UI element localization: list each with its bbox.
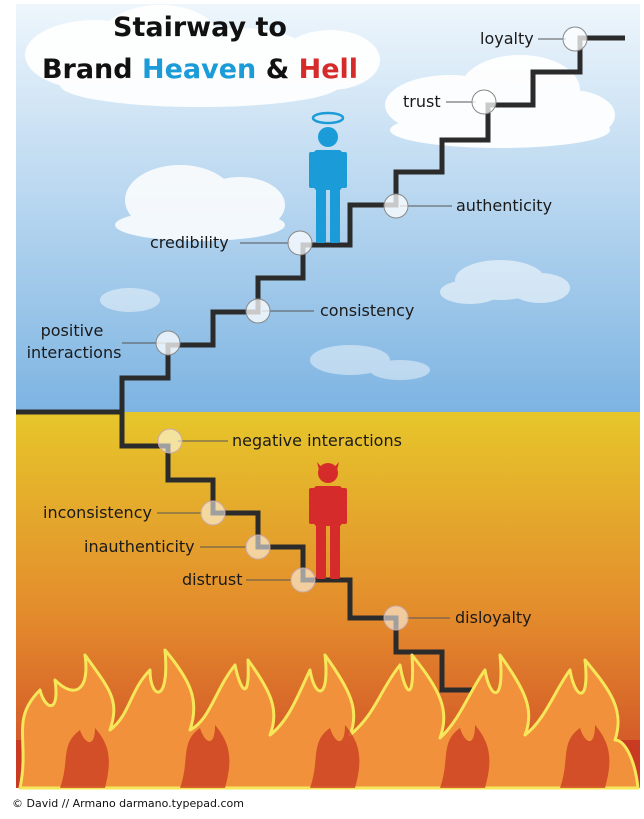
cloud [115, 165, 285, 241]
label-interactions: interactions [27, 343, 122, 362]
label-loyalty: loyalty [480, 29, 534, 48]
title: Stairway to Brand Heaven & Hell [42, 12, 358, 85]
title-hell: Hell [299, 54, 358, 85]
step-marker-authenticity [383, 193, 452, 219]
clouds [25, 5, 615, 380]
cloud [25, 5, 380, 107]
label-distrust: distrust [182, 570, 243, 589]
halo-icon [311, 111, 345, 125]
label-positive: positive [41, 321, 104, 340]
title-brand: Brand [42, 54, 133, 85]
step-marker-trust [446, 89, 497, 115]
heaven-labels: positive interactions consistency credib… [27, 29, 552, 362]
label-inauthenticity: inauthenticity [84, 537, 195, 556]
title-line-2: Brand Heaven & Hell [42, 54, 358, 85]
hell-step-markers [157, 428, 450, 631]
step-marker-distrust [246, 567, 316, 593]
label-disloyalty: disloyalty [455, 608, 532, 627]
label-credibility: credibility [150, 233, 229, 252]
step-marker-credibility [240, 230, 313, 256]
step-marker-loyalty [538, 26, 588, 52]
title-amp: & [266, 54, 290, 85]
step-marker-positive-interactions [122, 330, 181, 356]
label-authenticity: authenticity [456, 196, 552, 215]
cloud [100, 288, 430, 380]
title-line-1: Stairway to [113, 12, 287, 43]
label-trust: trust [403, 92, 441, 111]
devil-figure-icon [309, 462, 347, 579]
heaven-step-markers [122, 26, 588, 356]
label-negative-interactions: negative interactions [232, 431, 402, 450]
step-marker-disloyalty [383, 605, 450, 631]
angel-figure-icon [309, 111, 347, 243]
title-heaven: Heaven [142, 54, 256, 85]
step-marker-inconsistency [157, 500, 226, 526]
label-consistency: consistency [320, 301, 414, 320]
label-inconsistency: inconsistency [43, 503, 152, 522]
hell-labels: negative interactions inconsistency inau… [43, 431, 532, 627]
cloud [440, 260, 570, 304]
flames-icon [16, 648, 640, 790]
credit-text: © David // Armano darmano.typepad.com [12, 797, 244, 810]
step-marker-consistency [245, 298, 314, 324]
step-marker-inauthenticity [200, 534, 271, 560]
step-marker-negative-interactions [157, 428, 228, 454]
